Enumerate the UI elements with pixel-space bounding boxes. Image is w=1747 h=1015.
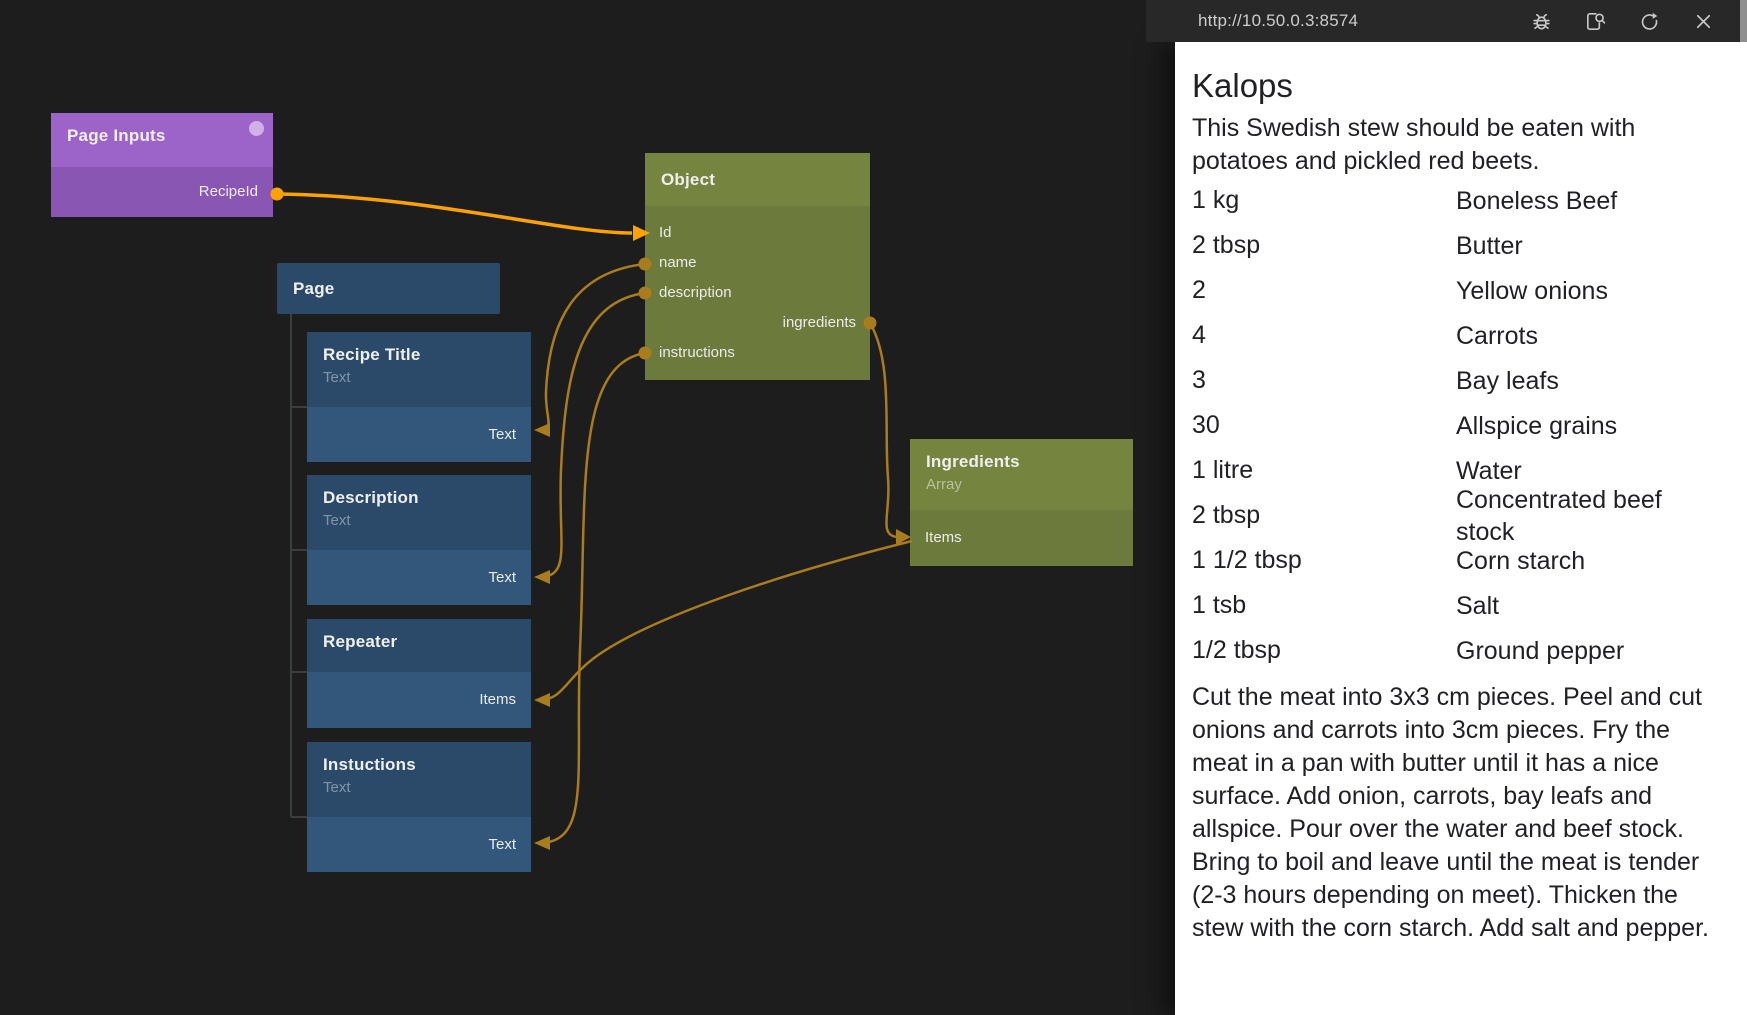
node-page-inputs[interactable]: Page Inputs RecipeId (51, 113, 273, 217)
node-ingredients-array[interactable]: Ingredients Array Items (910, 439, 1133, 566)
object-port[interactable]: Id (645, 218, 870, 248)
port-text[interactable]: Text (307, 550, 531, 605)
ingredient-quantity: 1 litre (1192, 456, 1254, 484)
ingredient-name: Butter (1456, 231, 1523, 260)
ingredient-name: Bay leafs (1456, 366, 1559, 395)
ingredient-quantity: 2 (1192, 276, 1206, 304)
node-recipe-title[interactable]: Recipe Title Text Text (307, 332, 531, 462)
node-page[interactable]: Page (277, 263, 500, 314)
ingredient-quantity: 1 1/2 tbsp (1192, 546, 1302, 574)
arrowhead (534, 423, 550, 437)
port-label: Id (659, 224, 672, 241)
arrowhead (896, 529, 911, 545)
ingredient-name: Yellow onions (1456, 276, 1608, 305)
connection-instructions-to-instuctions[interactable] (538, 351, 646, 845)
node-title: Object (661, 170, 716, 189)
node-title: Recipe Title (323, 345, 421, 364)
node-description[interactable]: Description Text Text (307, 475, 531, 605)
port-label: description (659, 284, 732, 301)
ingredient-name: Water (1456, 456, 1522, 485)
ingredient-name: Ground pepper (1456, 636, 1625, 665)
ingredient-row: 1/2 tbsp Ground pepper (1192, 628, 1747, 673)
port-items[interactable]: Items (910, 510, 1133, 566)
ingredient-quantity: 4 (1192, 321, 1206, 349)
object-port-list: Id name description ingredients instruct… (645, 206, 870, 380)
ingredient-row: 30 Allspice grains (1192, 403, 1747, 448)
node-subtitle: Text (323, 779, 351, 796)
node-repeater[interactable]: Repeater Items (307, 619, 531, 728)
node-title: Description (323, 488, 419, 507)
preview-toolbar: http://10.50.0.3:8574 (1146, 0, 1747, 42)
scrollbar[interactable] (1740, 0, 1747, 42)
connection-array-to-repeater[interactable] (539, 539, 913, 702)
ingredient-quantity: 30 (1192, 411, 1220, 439)
port-label: ingredients (782, 314, 856, 331)
port-text[interactable]: Text (307, 817, 531, 872)
ingredient-name: Concentrated beef stock (1456, 485, 1662, 546)
ingredient-quantity: 1/2 tbsp (1192, 636, 1281, 664)
ingredient-quantity: 2 tbsp (1192, 501, 1261, 529)
ingredient-name: Salt (1456, 591, 1500, 620)
arrowhead (534, 836, 550, 850)
close-icon[interactable] (1692, 10, 1715, 33)
node-instuctions[interactable]: Instuctions Text Text (307, 742, 531, 872)
port-label: instructions (659, 344, 735, 361)
node-subtitle: Text (323, 369, 351, 386)
object-port[interactable]: name (645, 248, 870, 278)
debug-icon[interactable] (1530, 10, 1553, 33)
ingredient-quantity: 1 kg (1192, 186, 1240, 214)
object-port[interactable]: instructions (645, 338, 870, 368)
ingredient-quantity: 3 (1192, 366, 1206, 394)
node-object[interactable]: Object Id name description ingredients i… (645, 153, 870, 380)
ingredient-row: 2 Yellow onions (1192, 268, 1747, 313)
node-subtitle: Array (926, 476, 962, 493)
preview-toolbar-icons (1530, 10, 1715, 33)
ingredient-name: Allspice grains (1456, 411, 1618, 440)
ingredient-row: 1 tsb Salt (1192, 583, 1747, 628)
node-title: Repeater (323, 632, 398, 651)
ingredient-quantity: 1 tsb (1192, 591, 1247, 619)
ingredient-name: Carrots (1456, 321, 1538, 350)
ingredient-quantity: 2 tbsp (1192, 231, 1261, 259)
ingredient-list: 1 kg Boneless Beef 2 tbsp Butter 2 Yello… (1192, 178, 1747, 673)
preview-viewport: Kalops This Swedish stew should be eaten… (1175, 42, 1747, 1015)
arrowhead (534, 693, 550, 707)
node-title: Instuctions (323, 755, 416, 774)
ingredient-row: 1 litre Water (1192, 448, 1747, 493)
recipe-title: Kalops (1192, 67, 1293, 104)
node-title: Page Inputs (67, 126, 166, 145)
port-text[interactable]: Text (307, 407, 531, 462)
node-title: Ingredients (926, 452, 1020, 471)
ingredient-name: Boneless Beef (1456, 186, 1618, 215)
ingredient-row: 1 1/2 tbsp Corn starch (1192, 538, 1747, 583)
port-label: name (659, 254, 697, 271)
port-items[interactable]: Items (307, 672, 531, 728)
preview-url[interactable]: http://10.50.0.3:8574 (1198, 11, 1359, 30)
object-port[interactable]: ingredients (645, 308, 870, 338)
page-hierarchy-lines (290, 314, 307, 818)
node-status-dot (249, 121, 264, 136)
recipe-description: This Swedish stew should be eaten with p… (1192, 114, 1636, 175)
ingredient-row: 4 Carrots (1192, 313, 1747, 358)
node-subtitle: Text (323, 512, 351, 529)
ingredient-row: 2 tbsp Butter (1192, 223, 1747, 268)
arrowhead (534, 570, 550, 584)
refresh-icon[interactable] (1638, 10, 1661, 33)
ingredient-row: 1 kg Boneless Beef (1192, 178, 1747, 223)
node-title: Page (293, 279, 335, 298)
connection-recipeid-to-id[interactable] (277, 192, 633, 235)
ingredient-name: Corn starch (1456, 546, 1586, 575)
port-recipeid[interactable]: RecipeId (51, 167, 273, 217)
connection-ingredients-to-array[interactable] (868, 322, 898, 539)
connection-name-to-recipetitle[interactable] (538, 262, 646, 432)
object-port[interactable]: description (645, 278, 870, 308)
ingredient-row: 3 Bay leafs (1192, 358, 1747, 403)
recipe-instructions: Cut the meat into 3x3 cm pieces. Peel an… (1192, 683, 1709, 942)
ingredient-row: 2 tbsp Concentrated beef stock (1192, 486, 1747, 546)
inspect-icon[interactable] (1584, 10, 1607, 33)
connection-description-to-description[interactable] (538, 291, 646, 579)
